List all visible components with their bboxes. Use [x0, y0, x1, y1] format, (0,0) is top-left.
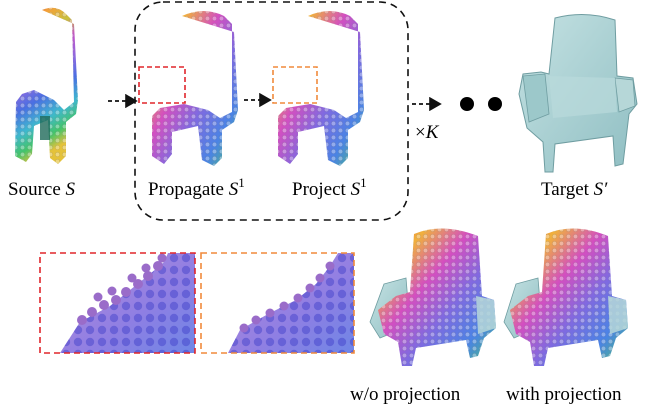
label-target: Target S′	[541, 179, 608, 200]
label-with-projection: with projection	[506, 384, 622, 405]
label-times-k: ×K	[415, 122, 440, 143]
propagate-chair-point-cloud	[152, 11, 238, 166]
armchair-without-projection	[369, 228, 496, 366]
red-zoom-marker	[138, 66, 186, 104]
label-source: Source S	[8, 179, 76, 200]
label-wo-projection: w/o projection	[350, 384, 461, 405]
zoom-panel-propagate	[39, 252, 196, 354]
project-chair-point-cloud	[278, 11, 364, 166]
orange-zoom-marker	[272, 66, 318, 104]
ellipsis-dot-1	[460, 97, 474, 111]
zoom-panel-project	[200, 252, 355, 354]
label-project: Project S1	[292, 175, 367, 200]
armchair-with-projection	[503, 228, 628, 366]
ellipsis-dot-2	[488, 97, 502, 111]
target-armchair-mesh	[518, 14, 638, 173]
iteration-box	[134, 1, 409, 221]
source-chair-point-cloud	[15, 7, 78, 164]
label-propagate: Propagate S1	[148, 175, 245, 200]
